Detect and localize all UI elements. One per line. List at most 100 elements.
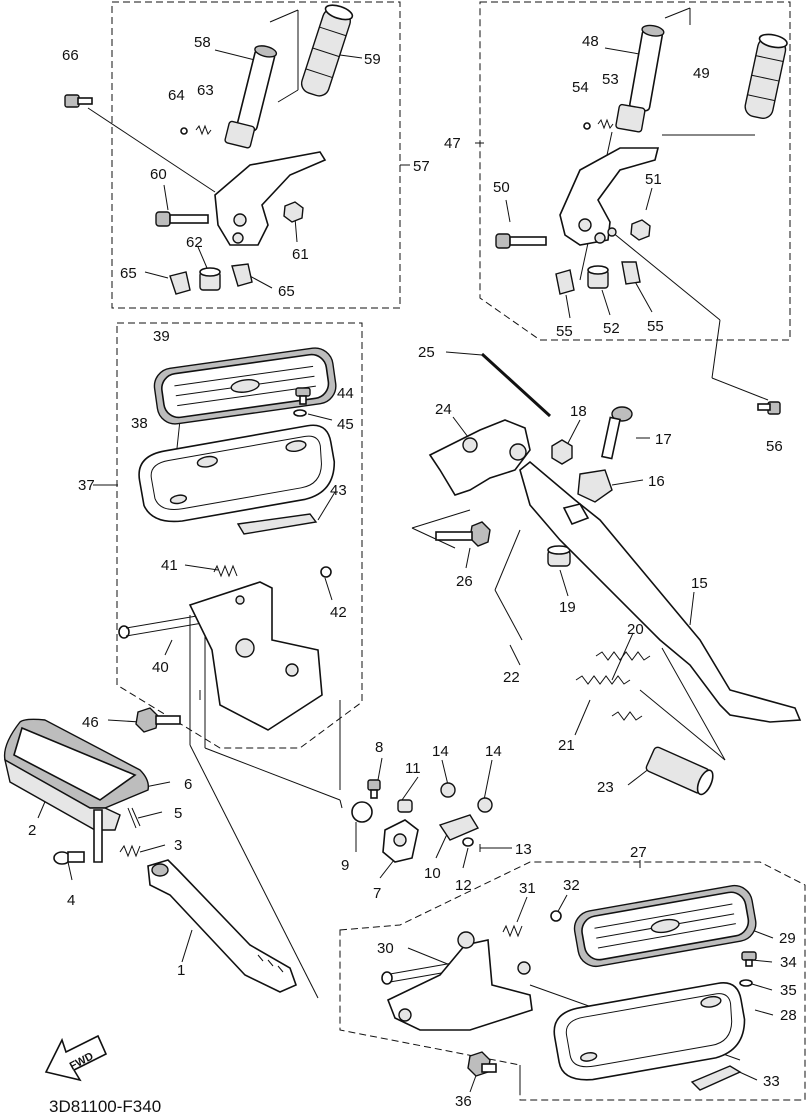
screw-8 [367, 779, 381, 799]
callout-21: 21 [558, 737, 575, 754]
callout-46: 46 [82, 714, 99, 731]
bracket-24 [428, 419, 531, 496]
nut-14a [440, 782, 456, 798]
ball-64 [180, 127, 188, 135]
plate-65-left [169, 271, 191, 295]
nut-18 [551, 439, 573, 465]
callout-61: 61 [292, 246, 309, 263]
sidestand-15 [519, 460, 802, 723]
rear-footrest-right-assembly [495, 24, 788, 415]
callout-47: 47 [444, 135, 461, 152]
bolt-34 [741, 951, 757, 967]
callout-48: 48 [582, 33, 599, 50]
callout-43: 43 [330, 482, 347, 499]
left-footboard-assembly [118, 347, 337, 731]
callout-55b: 55 [647, 318, 664, 335]
brake-pedal-assembly [3, 707, 298, 993]
callout-18: 18 [570, 403, 587, 420]
spring-53 [597, 118, 614, 130]
callout-17: 17 [655, 431, 672, 448]
spring-41 [213, 564, 238, 578]
footrest-peg-58 [224, 45, 278, 149]
callout-16: 16 [648, 473, 665, 490]
bolt-17 [601, 406, 633, 460]
clip-32 [550, 910, 562, 922]
callout-38: 38 [131, 415, 148, 432]
footboard-rubber-29 [573, 884, 757, 968]
washer-45 [293, 409, 307, 417]
plate-16 [577, 469, 613, 503]
callout-22: 22 [503, 669, 520, 686]
callout-29: 29 [779, 930, 796, 947]
bracket-7 [382, 819, 419, 863]
bolt-66 [64, 94, 93, 108]
callout-60: 60 [150, 166, 167, 183]
callout-55a: 55 [556, 323, 573, 340]
bracket-33 [690, 1065, 742, 1091]
callout-1: 1 [177, 962, 185, 979]
callout-10: 10 [424, 865, 441, 882]
callout-14b: 14 [485, 743, 502, 760]
callout-62: 62 [186, 234, 203, 251]
callout-66: 66 [62, 47, 79, 64]
callout-37: 37 [78, 477, 95, 494]
callout-50: 50 [493, 179, 510, 196]
footrest-bracket [214, 151, 327, 246]
callout-26: 26 [456, 573, 473, 590]
plate-55-left [555, 269, 575, 295]
lever-10 [438, 814, 480, 841]
pin-13 [479, 844, 494, 852]
footboard-rubber-39 [153, 347, 337, 425]
callout-65b: 65 [278, 283, 295, 300]
ball-54 [583, 122, 591, 130]
springs-20-21 [575, 651, 651, 721]
callout-3: 3 [174, 837, 182, 854]
callout-33: 33 [763, 1073, 780, 1090]
footboard-mount-bracket [188, 581, 323, 731]
callout-35: 35 [780, 982, 797, 999]
callout-19: 19 [559, 599, 576, 616]
rear-footrest-left-assembly [64, 4, 354, 295]
callout-56: 56 [766, 438, 783, 455]
callout-11: 11 [405, 760, 421, 777]
callout-32: 32 [563, 877, 580, 894]
bolt-50 [495, 233, 547, 249]
pedal-pad-6 [3, 718, 150, 809]
footboard-mount-bracket-right [386, 931, 533, 1031]
callout-7: 7 [373, 885, 381, 902]
callout-39: 39 [153, 328, 170, 345]
callout-63: 63 [197, 82, 214, 99]
group-boxes [111, 1, 806, 1101]
footboard-28 [553, 982, 746, 1081]
callout-8: 8 [375, 739, 383, 756]
callout-36: 36 [455, 1093, 472, 1110]
callout-41: 41 [161, 557, 178, 574]
nut-51 [630, 219, 651, 241]
footrest-bracket-right [559, 147, 660, 246]
bolt-56 [757, 401, 781, 415]
plate-55-right [621, 261, 641, 285]
callout-5: 5 [174, 805, 182, 822]
collar-62 [199, 267, 221, 291]
spring-31 [502, 924, 523, 938]
grip-49 [744, 33, 788, 120]
callout-12: 12 [455, 877, 472, 894]
callout-42: 42 [330, 604, 347, 621]
fwd-arrow-icon: FWD [44, 1034, 108, 1082]
sidestand-assembly [428, 352, 802, 796]
footrest-peg-48 [615, 24, 665, 133]
callout-65a: 65 [120, 265, 137, 282]
collar-52 [587, 265, 609, 289]
right-footboard-assembly [381, 884, 757, 1091]
pin-4 [53, 851, 85, 865]
collar-11 [397, 799, 413, 813]
callout-24: 24 [435, 401, 452, 418]
bolt-36 [467, 1051, 497, 1077]
callout-64: 64 [168, 87, 185, 104]
callout-31: 31 [519, 880, 536, 897]
callout-20: 20 [627, 621, 644, 638]
callout-51: 51 [645, 171, 662, 188]
bolt-46 [135, 707, 181, 733]
callout-23: 23 [597, 779, 614, 796]
